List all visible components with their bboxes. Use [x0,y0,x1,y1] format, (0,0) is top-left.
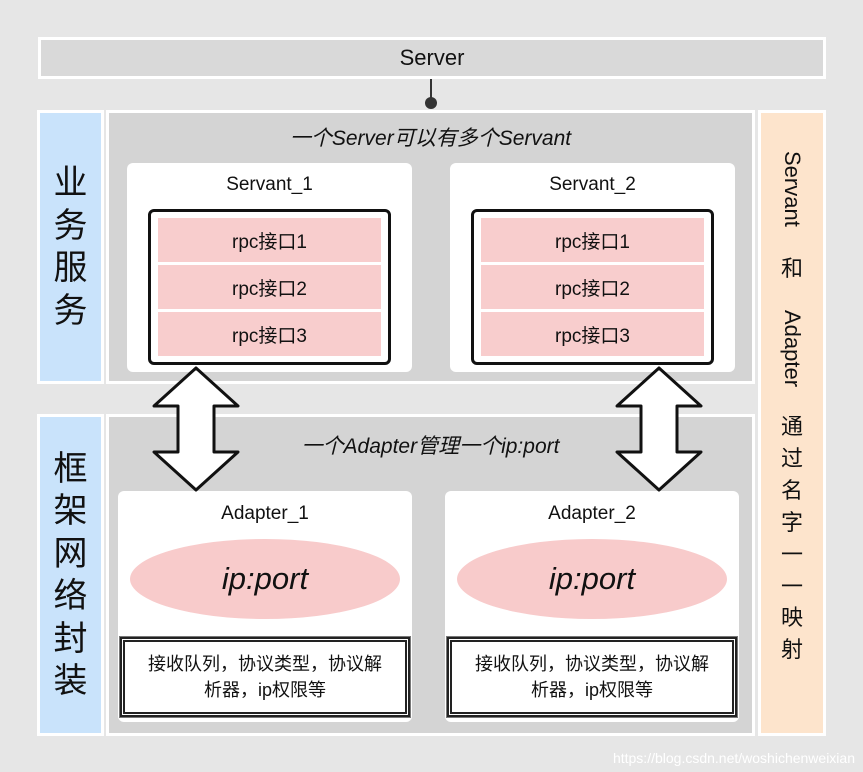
mapping-and-text: 和 [780,255,803,281]
watermark: https://blog.csdn.net/woshichenweixian [612,750,855,766]
vertical-char: 框 [53,449,88,488]
mapping-label: Servant 和 Adapter 通过名字一一映射 [758,110,826,736]
vertical-char: 络 [53,577,88,615]
business-service-label: 业务服务 [37,110,104,384]
vertical-char: 射 [780,637,803,663]
server-connector-dot [425,97,437,109]
servant-name: Servant_2 [549,174,636,195]
rpc-interface-list: rpc接口1 rpc接口2 rpc接口3 [471,209,714,365]
vertical-char: 名 [780,477,803,503]
rpc-interface-item: rpc接口3 [158,312,381,356]
vertical-char: 一 [780,541,803,567]
receive-queue-box: 接收队列，协议类型，协议解 析器，ip权限等 [446,636,738,718]
vertical-char: 字 [780,509,803,535]
queue-text-line: 接收队列，协议类型，协议解 [475,653,709,674]
servant-name: Servant_1 [226,174,313,195]
adapter-panel-2: Adapter_2 ip:port 接收队列，协议类型，协议解 析器，ip权限等 [445,491,739,722]
mapping-rest-text: 通过名字一一映射 [781,411,803,666]
adapter-panel-1: Adapter_1 ip:port 接收队列，协议类型，协议解 析器，ip权限等 [118,491,412,722]
server-label: Server [399,45,465,70]
adapter-name: Adapter_1 [221,503,309,524]
vertical-char: 装 [53,662,88,700]
server-bar: Server [38,37,826,79]
vertical-char: 过 [780,446,803,472]
rpc-interface-item: rpc接口3 [481,312,704,356]
vertical-char: 封 [53,619,88,658]
rpc-interface-item: rpc接口2 [158,265,381,309]
rpc-interface-item: rpc接口2 [481,265,704,309]
vertical-char: 业 [53,164,88,202]
rpc-interface-item: rpc接口1 [481,218,704,262]
double-arrow-icon [152,366,240,492]
servant-panel-1: Servant_1 rpc接口1 rpc接口2 rpc接口3 [127,163,412,372]
vertical-char: 映 [780,605,803,631]
queue-text-line: 析器，ip权限等 [530,680,653,700]
endpoint-ellipse: ip:port [130,539,400,619]
double-arrow-icon [615,366,703,492]
adapter-name: Adapter_2 [548,503,636,524]
business-service-text: 业务服务 [54,162,88,332]
vertical-char: 服 [53,249,88,287]
vertical-char: 通 [780,414,803,440]
vertical-char: 架 [53,492,88,530]
servant-panel-2: Servant_2 rpc接口1 rpc接口2 rpc接口3 [450,163,735,372]
vertical-char: 务 [53,291,88,330]
framework-network-text: 框架网络封装 [54,448,88,703]
mapping-servant-text: Servant [780,151,805,227]
vertical-char: 一 [780,573,803,599]
business-section-title: 一个Server可以有多个Servant [289,127,572,150]
queue-text-line: 析器，ip权限等 [203,680,326,700]
mapping-adapter-text: Adapter [780,310,805,388]
rpc-interface-list: rpc接口1 rpc接口2 rpc接口3 [148,209,391,365]
framework-network-label: 框架网络封装 [37,414,104,736]
rpc-interface-item: rpc接口1 [158,218,381,262]
receive-queue-box: 接收队列，协议类型，协议解 析器，ip权限等 [119,636,411,718]
server-connector-line [430,79,432,101]
vertical-char: 网 [53,534,88,573]
framework-section-title: 一个Adapter管理一个ip:port [301,435,560,458]
vertical-char: 务 [53,206,88,245]
endpoint-ellipse: ip:port [457,539,727,619]
queue-text-line: 接收队列，协议类型，协议解 [148,653,382,674]
